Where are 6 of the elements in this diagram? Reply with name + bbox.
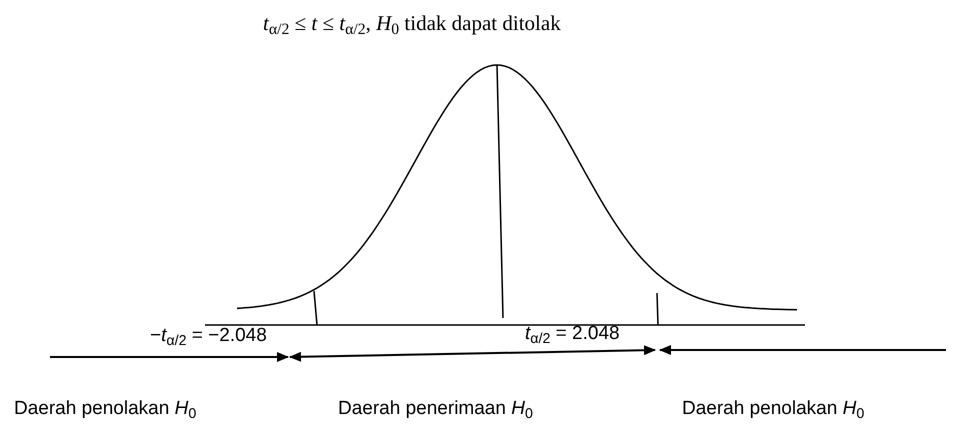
- region-label: Daerah penolakan H$_{0}$: [682, 397, 864, 421]
- region-label: Daerah penerimaan H$_{0}$: [338, 397, 533, 421]
- region-label: Daerah penolakan H$_{0}$: [14, 397, 196, 421]
- critical-value-label: −t$_{α/2}$ = −2.048: [150, 324, 267, 348]
- critical-value-label: t$_{α/2}$ = 2.048: [525, 322, 620, 346]
- title: t$_{α/2}$ ≤ t ≤ t$_{α/2}$, H$_{0}$ tidak dapat ditolak: [263, 10, 561, 40]
